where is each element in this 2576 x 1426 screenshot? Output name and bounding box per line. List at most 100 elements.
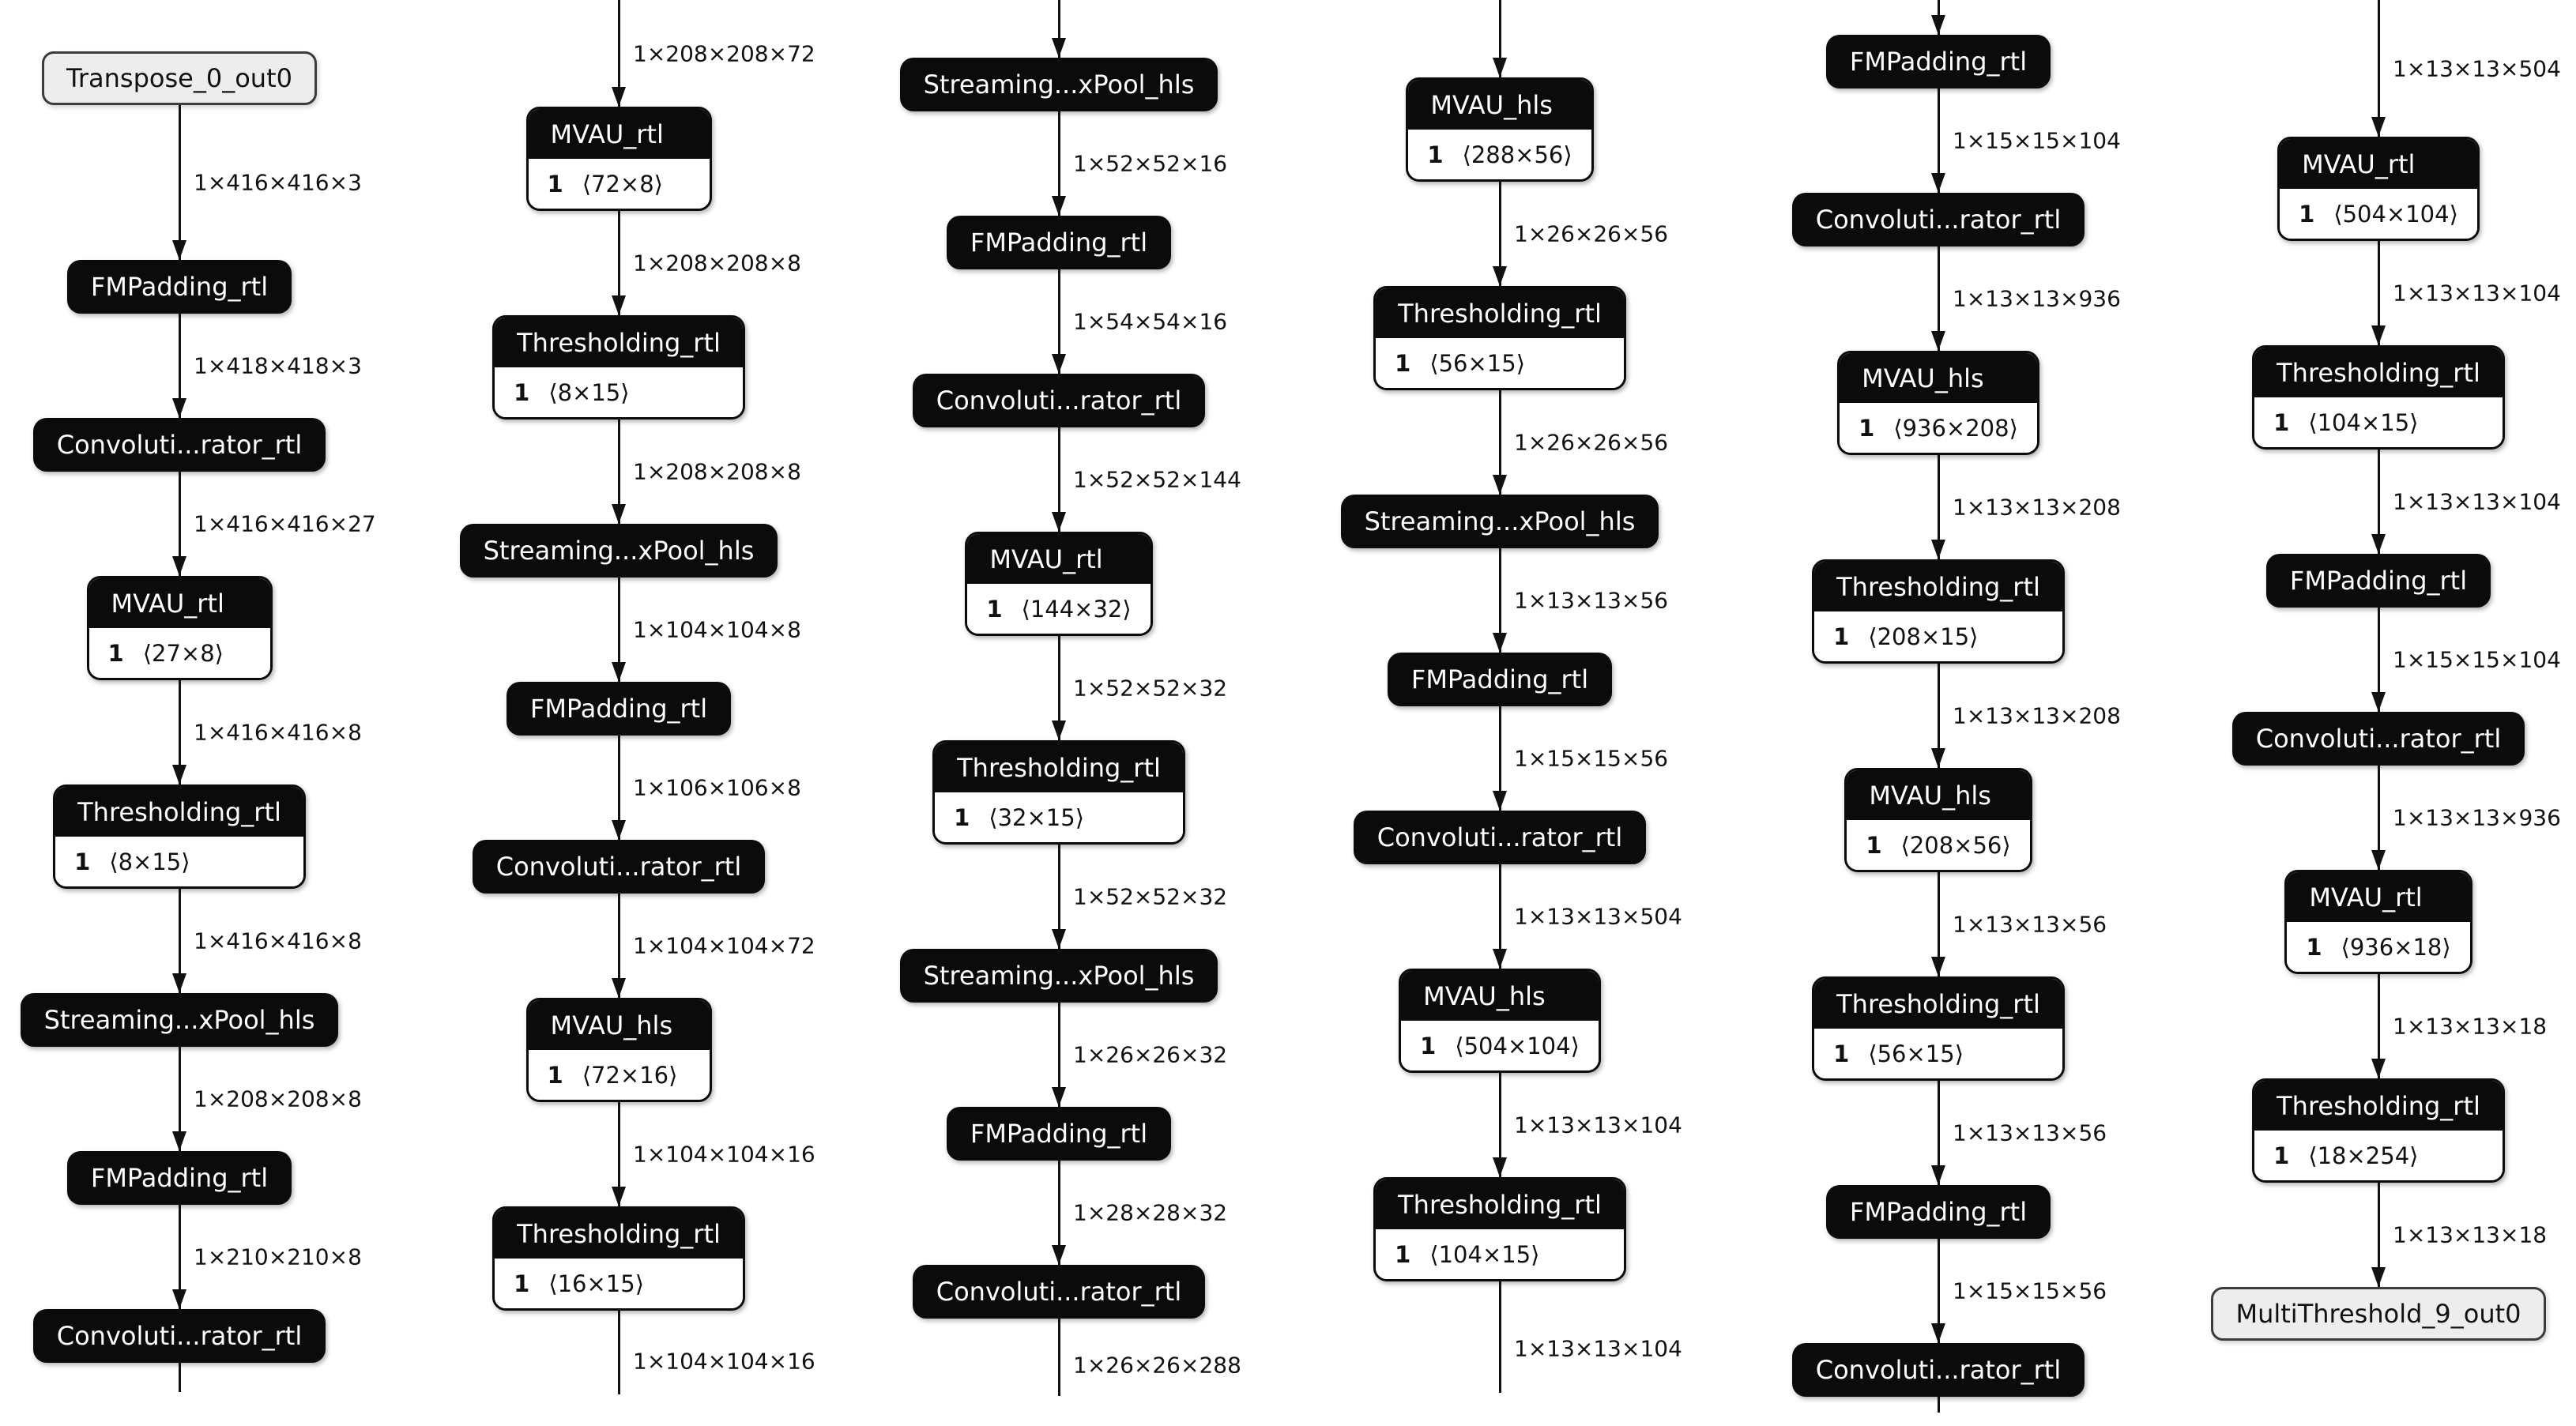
edge: 1×13×13×56 bbox=[1749, 872, 2128, 976]
edge-cut bbox=[1749, 1397, 2128, 1413]
op-node[interactable]: Convoluti...rator_rtl bbox=[472, 840, 766, 894]
edge: 1×416×416×27 bbox=[0, 472, 376, 576]
tensor-shape-label: 1×13×13×936 bbox=[2393, 804, 2561, 831]
edge: 1×208×208×8 bbox=[429, 211, 808, 315]
op-node[interactable]: Streaming...xPool_hls bbox=[899, 58, 1218, 111]
io-node-label: Transpose_0_out0 bbox=[66, 63, 292, 93]
param-shape: ⟨288×56⟩ bbox=[1462, 141, 1572, 168]
op-node[interactable]: Convoluti...rator_rtl bbox=[32, 1309, 326, 1363]
op-param-row: 1⟨144×32⟩ bbox=[967, 584, 1151, 634]
edge-line bbox=[1057, 427, 1060, 532]
op-node-label: Streaming...xPool_hls bbox=[923, 70, 1195, 100]
op-node[interactable]: Streaming...xPool_hls bbox=[20, 993, 339, 1047]
edge-line bbox=[178, 680, 181, 784]
edge-line bbox=[2377, 1183, 2380, 1287]
edge: 1×13×13×104 bbox=[2189, 450, 2568, 554]
edge: 1×208×208×8 bbox=[429, 420, 808, 524]
op-node[interactable]: Convoluti...rator_rtl bbox=[912, 374, 1206, 427]
edge: 1×26×26×56 bbox=[1310, 182, 1689, 286]
op-node[interactable]: Streaming...xPool_hls bbox=[899, 949, 1218, 1003]
op-node[interactable]: FMPadding_rtl bbox=[946, 1107, 1172, 1161]
op-node[interactable]: FMPadding_rtl bbox=[946, 216, 1172, 269]
op-node-label: Convoluti...rator_rtl bbox=[2255, 724, 2502, 754]
edge-line bbox=[1937, 664, 1940, 768]
op-param-row: 1⟨32×15⟩ bbox=[935, 792, 1183, 842]
op-node-label: Convoluti...rator_rtl bbox=[1815, 205, 2062, 235]
edge-line bbox=[1937, 88, 1940, 193]
param-shape: ⟨504×104⟩ bbox=[1455, 1032, 1580, 1059]
op-node[interactable]: Convoluti...rator_rtl bbox=[912, 1265, 1206, 1319]
param-index: 1 bbox=[2273, 1142, 2290, 1169]
param-shape: ⟨8×15⟩ bbox=[109, 848, 190, 875]
tensor-shape-label: 1×13×13×56 bbox=[1953, 911, 2107, 938]
edge-line bbox=[1498, 706, 1501, 811]
op-param-row: 1⟨72×16⟩ bbox=[528, 1050, 710, 1100]
edge: 1×13×13×208 bbox=[1749, 664, 2128, 768]
op-node[interactable]: FMPadding_rtl bbox=[1825, 1185, 2051, 1239]
op-node[interactable]: Streaming...xPool_hls bbox=[1340, 495, 1659, 548]
tensor-shape-label: 1×52×52×32 bbox=[1073, 675, 1228, 702]
tensor-shape-label: 1×26×26×56 bbox=[1514, 220, 1669, 247]
op-node[interactable]: FMPadding_rtl bbox=[506, 682, 732, 736]
arrowhead-icon bbox=[1931, 331, 1945, 351]
op-node-label: FMPadding_rtl bbox=[970, 228, 1148, 258]
op-node[interactable]: FMPadding_rtl bbox=[2265, 554, 2491, 608]
arrowhead-icon bbox=[1493, 266, 1507, 286]
op-node[interactable]: Convoluti...rator_rtl bbox=[1791, 1343, 2085, 1397]
param-index: 1 bbox=[74, 848, 91, 875]
op-node-label: Streaming...xPool_hls bbox=[923, 961, 1195, 991]
arrowhead-icon bbox=[1052, 196, 1066, 216]
arrowhead-icon bbox=[1493, 475, 1507, 495]
arrowhead-icon bbox=[1931, 957, 1945, 976]
tensor-shape-label: 1×416×416×3 bbox=[194, 169, 362, 196]
op-node[interactable]: FMPadding_rtl bbox=[1387, 653, 1613, 706]
op-node[interactable]: Convoluti...rator_rtl bbox=[1353, 811, 1647, 864]
io-node-label: MultiThreshold_9_out0 bbox=[2235, 1299, 2521, 1329]
op-node[interactable]: Convoluti...rator_rtl bbox=[2231, 712, 2525, 766]
io-node[interactable]: MultiThreshold_9_out0 bbox=[2211, 1287, 2546, 1341]
io-node[interactable]: Transpose_0_out0 bbox=[42, 51, 317, 105]
op-node[interactable]: FMPadding_rtl bbox=[66, 260, 292, 314]
tensor-shape-label: 1×13×13×208 bbox=[1953, 702, 2121, 729]
edge: 1×416×416×8 bbox=[0, 680, 369, 784]
edge-line bbox=[617, 211, 620, 315]
op-param-row: 1⟨104×15⟩ bbox=[1376, 1229, 1624, 1279]
op-node[interactable]: Convoluti...rator_rtl bbox=[1791, 193, 2085, 246]
arrowhead-icon bbox=[2371, 117, 2386, 137]
edge bbox=[1749, 0, 2128, 35]
op-node-header: MVAU_hls bbox=[1840, 353, 2037, 403]
op-node[interactable]: Convoluti...rator_rtl bbox=[32, 418, 326, 472]
param-shape: ⟨8×15⟩ bbox=[548, 378, 630, 406]
tensor-shape-label: 1×28×28×32 bbox=[1073, 1199, 1228, 1226]
edge-line bbox=[178, 1047, 181, 1151]
op-node[interactable]: FMPadding_rtl bbox=[1825, 35, 2051, 88]
op-node[interactable]: FMPadding_rtl bbox=[66, 1151, 292, 1205]
edge-line bbox=[2377, 450, 2380, 554]
op-node-label: Convoluti...rator_rtl bbox=[495, 852, 742, 882]
op-node-label: FMPadding_rtl bbox=[1410, 664, 1589, 694]
op-node[interactable]: Streaming...xPool_hls bbox=[459, 524, 778, 578]
param-shape: ⟨16×15⟩ bbox=[548, 1270, 645, 1297]
